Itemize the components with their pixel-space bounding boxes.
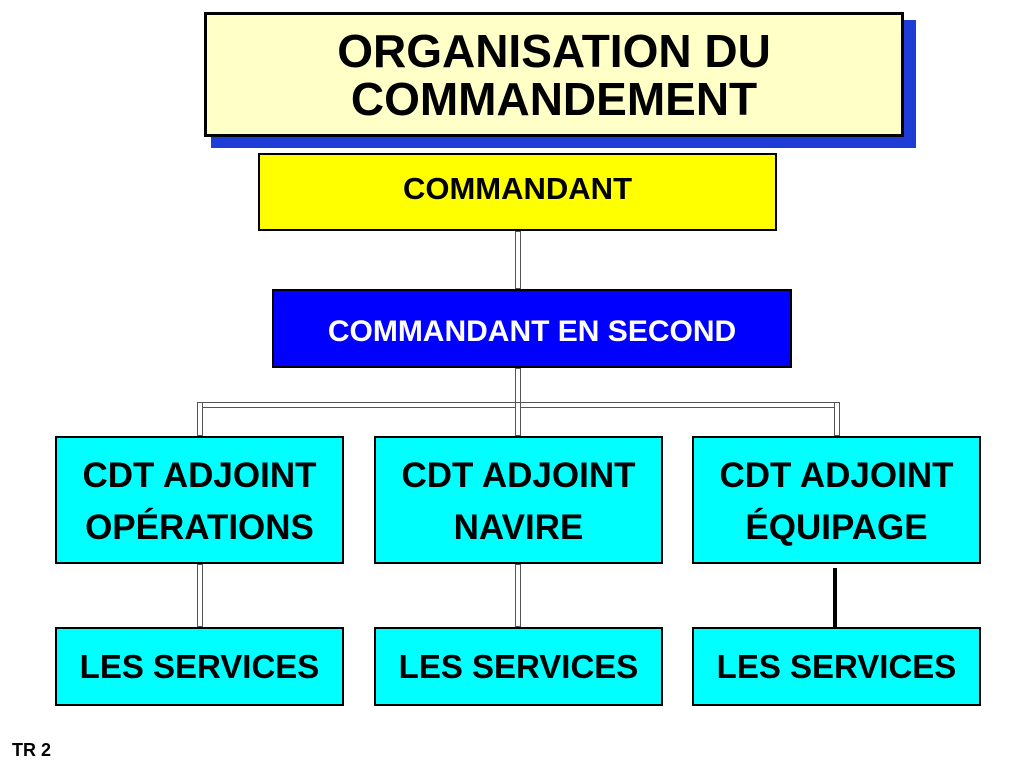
node-services-navire: LES SERVICES (374, 627, 663, 706)
node-adjoint-equipage: CDT ADJOINT ÉQUIPAGE (692, 436, 981, 564)
connector-second-bus (515, 368, 521, 406)
node-adjoint-navire: CDT ADJOINT NAVIRE (374, 436, 663, 564)
title-line-1: ORGANISATION DU (337, 24, 771, 77)
node-services-operations: LES SERVICES (55, 627, 344, 706)
title-line-2: COMMANDEMENT (350, 72, 758, 125)
adjoint-equipage-line-2: ÉQUIPAGE (745, 508, 928, 547)
adjoint-operations-line-2: OPÉRATIONS (85, 508, 314, 547)
slide-footer-label: TR 2 (12, 740, 52, 760)
node-second-label: COMMANDANT EN SECOND (327, 314, 737, 348)
adjoint-navire-line-2: NAVIRE (453, 508, 584, 547)
connector-operations-services (197, 564, 203, 627)
connector-equipage-services (833, 568, 837, 630)
services-equipage-label: LES SERVICES (716, 647, 957, 685)
connector-bus-navire (515, 402, 521, 436)
connector-navire-services (515, 564, 521, 627)
node-commandant: COMMANDANT (258, 153, 777, 231)
services-navire-label: LES SERVICES (398, 647, 639, 685)
connector-bus-equipage (834, 402, 840, 436)
services-operations-label: LES SERVICES (79, 647, 320, 685)
adjoint-navire-line-1: CDT ADJOINT (401, 456, 636, 495)
node-services-equipage: LES SERVICES (692, 627, 981, 706)
page-title: ORGANISATION DU COMMANDEMENT (204, 12, 904, 137)
node-commandant-en-second: COMMANDANT EN SECOND (272, 289, 792, 368)
node-commandant-label: COMMANDANT (402, 171, 633, 206)
node-adjoint-operations: CDT ADJOINT OPÉRATIONS (55, 436, 344, 564)
connector-commandant-second (515, 231, 521, 289)
connector-bus-operations (197, 402, 203, 436)
adjoint-operations-line-1: CDT ADJOINT (82, 456, 317, 495)
adjoint-equipage-line-1: CDT ADJOINT (719, 456, 954, 495)
